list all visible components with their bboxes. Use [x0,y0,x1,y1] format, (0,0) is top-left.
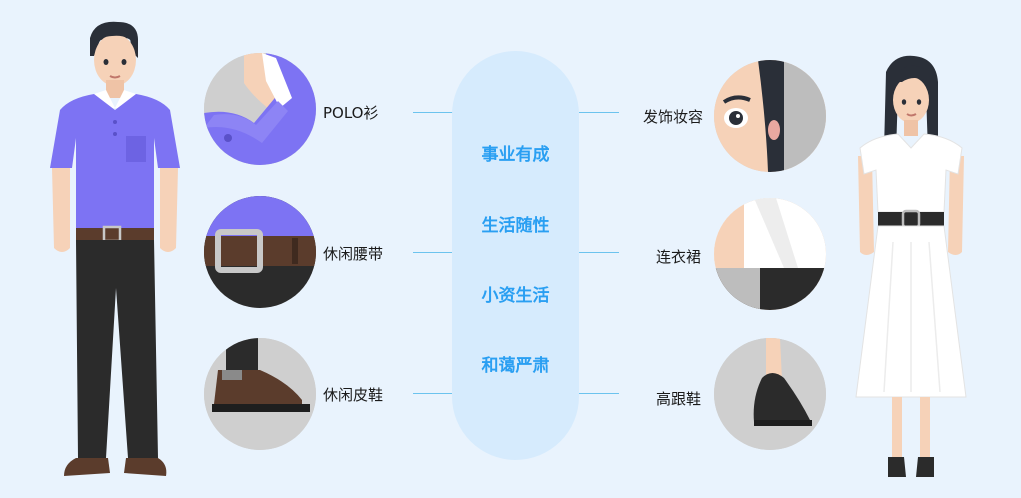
tag-kind-serious: 和蔼严肃 [481,356,550,376]
belt-buckle-icon [204,196,316,308]
label-polo: POLO衫 [323,104,379,122]
female-figure [855,55,967,477]
tag-casual-life: 生活随性 [481,216,550,236]
label-dress: 连衣裙 [656,248,702,266]
connector-right-2 [579,252,619,253]
leather-shoe-icon [204,338,316,450]
label-hair-makeup: 发饰妆容 [643,108,704,126]
hair-makeup-icon [714,60,826,172]
connector-left-2 [413,252,453,253]
connector-left-1 [413,112,453,113]
polo-collar-icon [204,53,316,165]
tag-petit-bourgeois: 小资生活 [481,286,550,306]
center-pill [452,51,579,460]
connector-right-1 [579,112,619,113]
dress-strap-icon [714,198,826,310]
high-heel-icon [714,338,826,450]
connector-left-3 [413,393,453,394]
connector-right-3 [579,393,619,394]
label-heels: 高跟鞋 [656,390,702,408]
label-belt: 休闲腰带 [323,245,384,263]
tag-career: 事业有成 [481,145,550,165]
label-shoes: 休闲皮鞋 [323,386,384,404]
male-figure [50,21,180,476]
